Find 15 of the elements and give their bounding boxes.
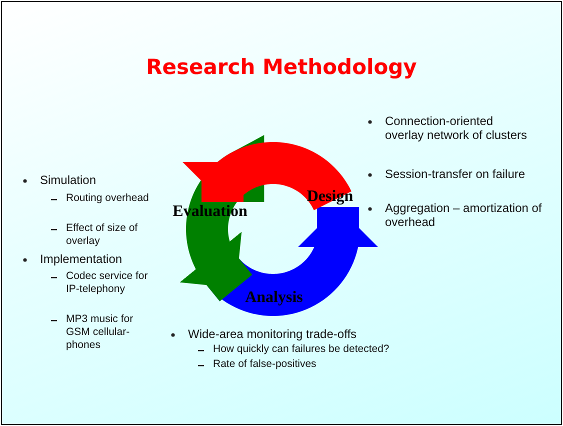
cycle-arrow bbox=[180, 135, 264, 302]
sub-bullet-text: MP3 music for GSM cellular-phones bbox=[66, 313, 134, 352]
slide-title: Research Methodology bbox=[145, 55, 418, 79]
bullet-text: Session-transfer on failure bbox=[385, 167, 526, 181]
sub-bullet-text: Routing overhead bbox=[66, 192, 150, 205]
bullet-text: Simulation bbox=[40, 173, 98, 187]
sub-bullet-text: Effect of size of overlay bbox=[66, 222, 139, 248]
bullet-text: Implementation bbox=[40, 252, 124, 266]
bullet-text: Aggregation – amortization of overhead bbox=[385, 201, 543, 229]
sub-bullet-text: Rate of false-positives bbox=[213, 358, 318, 371]
bullet-text: Connection-oriented overlay network of clusters bbox=[385, 114, 528, 142]
stage-label: Analysis bbox=[236, 288, 312, 308]
sub-bullet-text: Codec service for IP-telephony bbox=[66, 270, 149, 296]
sub-bullet-text: How quickly can failures be detected? bbox=[213, 343, 390, 356]
bullet-text: Wide-area monitoring trade-offs bbox=[188, 327, 358, 341]
